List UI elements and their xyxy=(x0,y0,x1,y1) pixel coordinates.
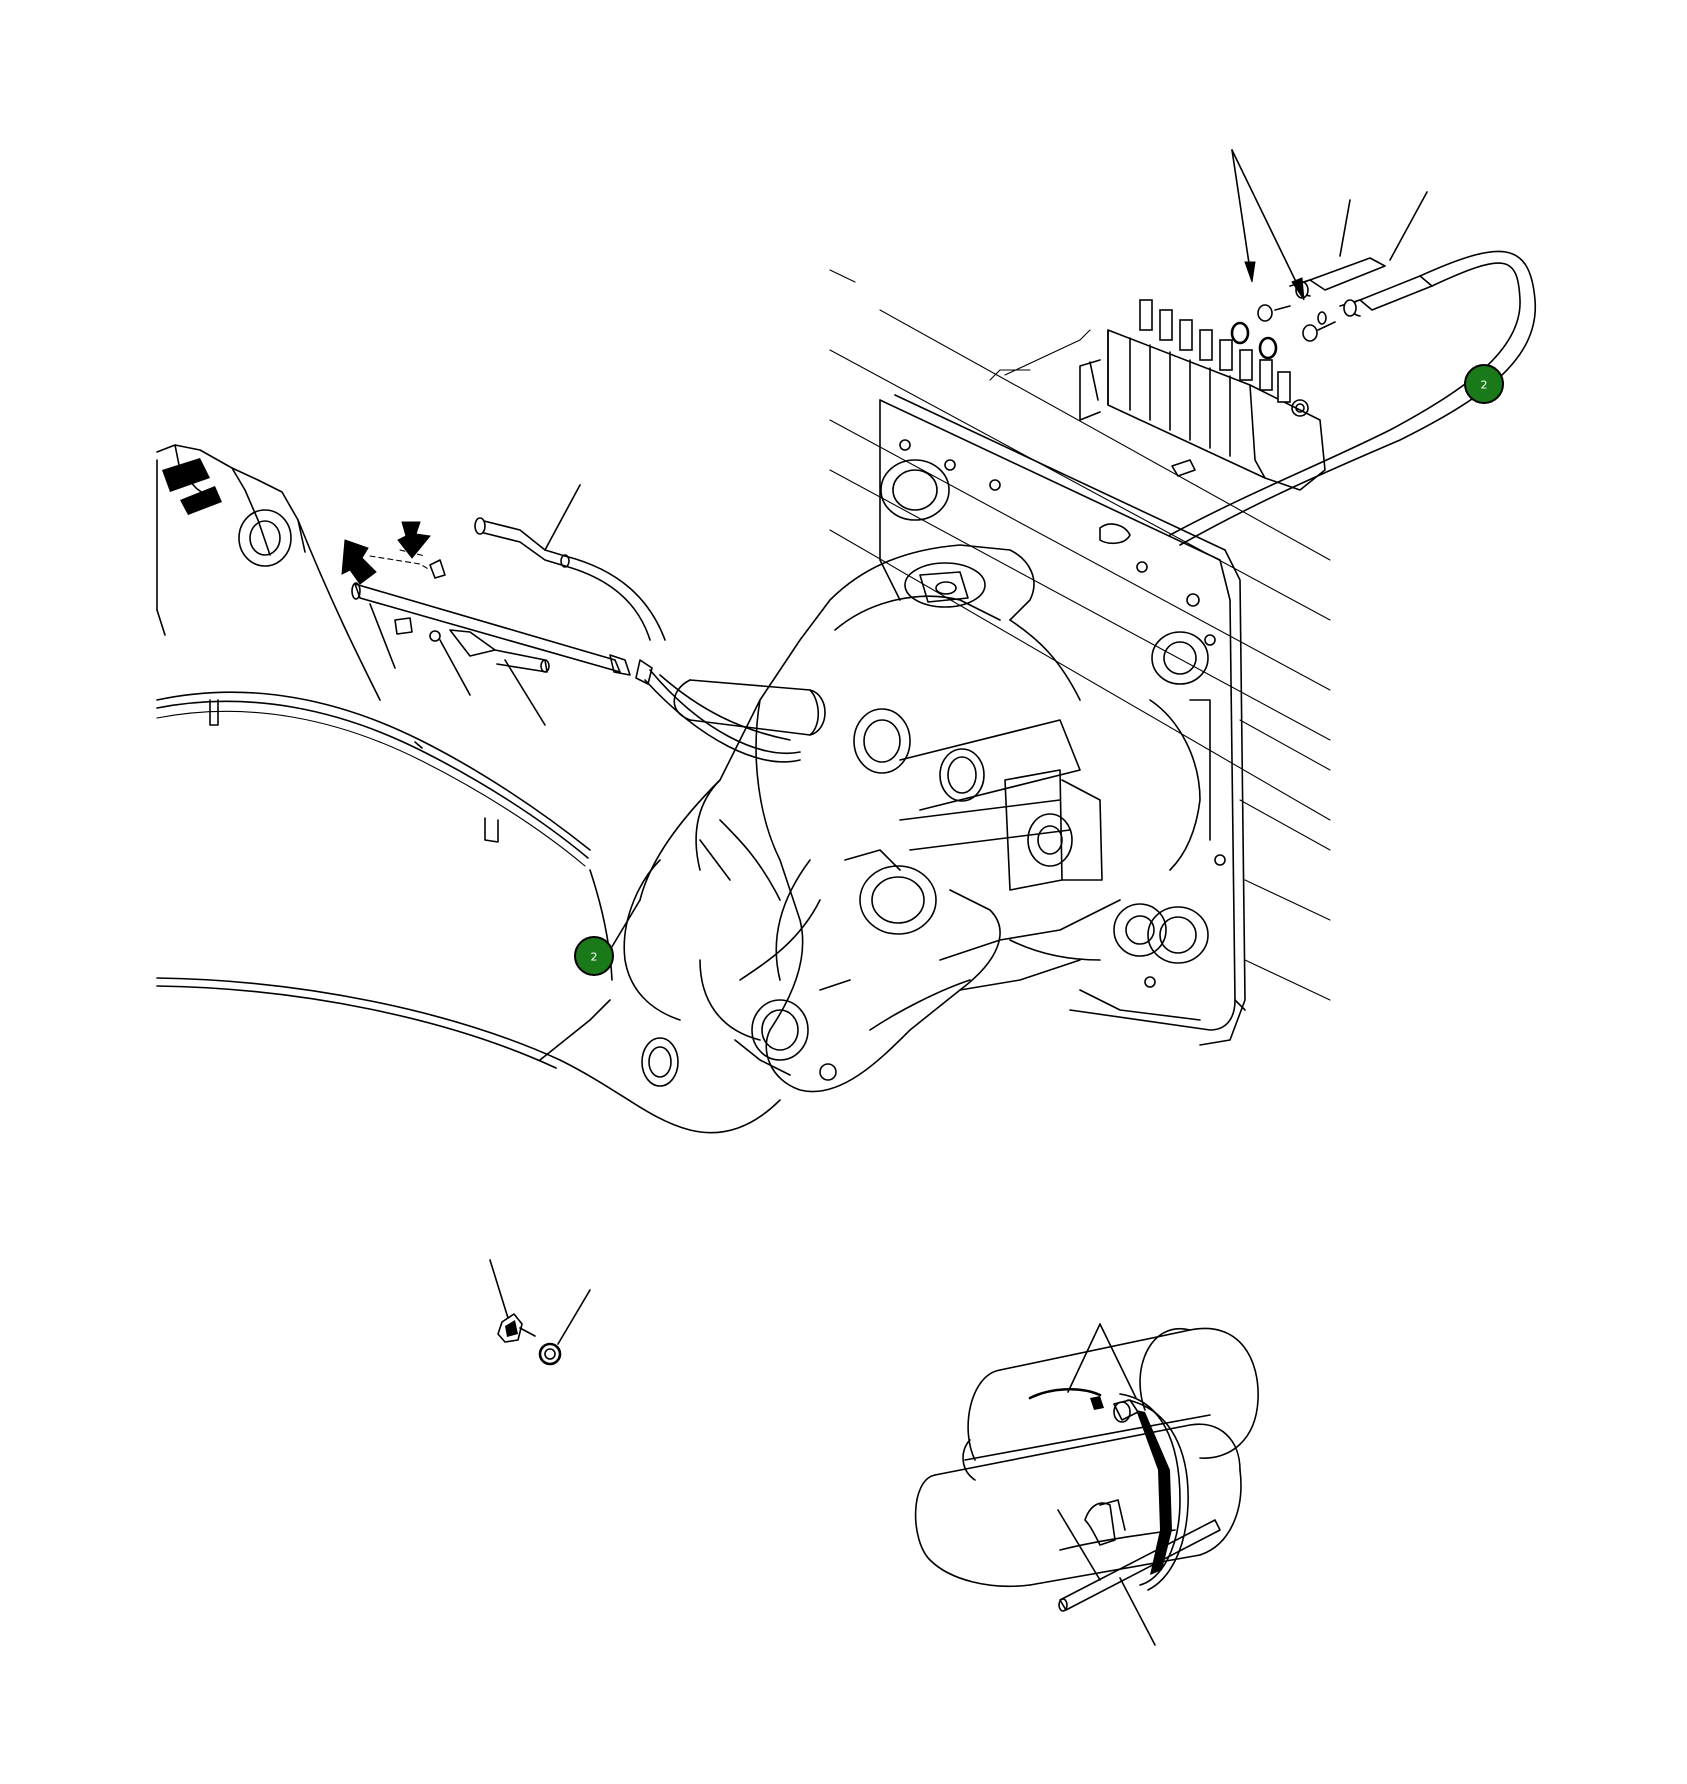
callout-leaders xyxy=(341,149,1428,1646)
boom-structure xyxy=(156,444,781,1134)
control-valve-block xyxy=(1079,299,1326,491)
marker-left: 2 xyxy=(574,936,614,976)
valve-spools xyxy=(1139,299,1291,403)
clamp-detail xyxy=(914,1327,1259,1612)
marker-left-circle xyxy=(574,936,614,976)
main-frame-casting xyxy=(609,544,1121,1093)
marker-top-right-label: 2 xyxy=(1481,379,1488,392)
right-frame-plate xyxy=(829,269,1331,1046)
left-hose-assembly xyxy=(351,517,801,763)
marker-left-label: 2 xyxy=(591,951,598,964)
marker-top-right: 2 xyxy=(1464,364,1504,404)
bolt-and-washer xyxy=(497,1313,562,1366)
marker-top-right-circle xyxy=(1464,364,1504,404)
